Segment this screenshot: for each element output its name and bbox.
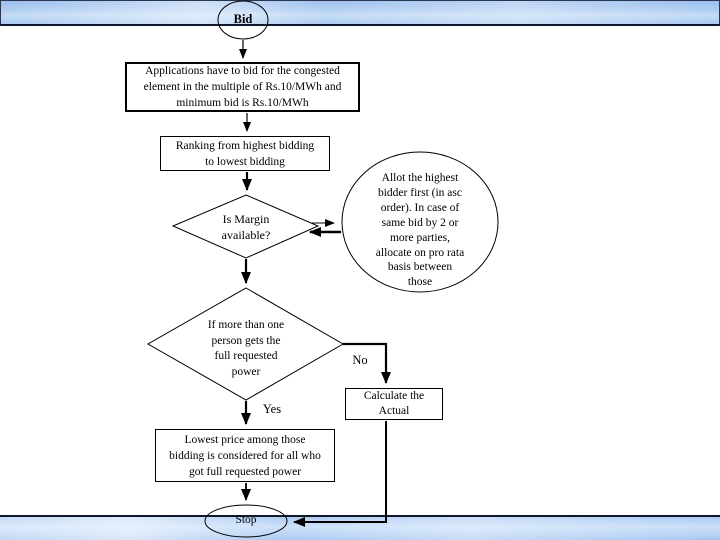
branch-label-yes: Yes [262,402,282,417]
allot-annotation-label: Allot the highest bidder first (in asc o… [375,172,465,289]
start-terminator-label: Bid [233,12,253,27]
decision-margin-label: Is Margin available? [221,212,271,242]
process-ranking: Ranking from highest bidding to lowest b… [160,136,330,171]
process-calculate-actual: Calculate the Actual [345,388,443,420]
process-lowest-price: Lowest price among those bidding is cons… [155,429,335,482]
stop-terminator-label: Stop [235,514,257,527]
decision-multi-winner-outline [146,287,345,401]
stop-terminator-outline [204,504,288,538]
branch-label-no: No [352,353,368,368]
bottom-banner [0,515,720,540]
connector-no-to-calculate [343,342,391,384]
allot-annotation-outline [341,151,499,293]
connector-calculate-to-stop [293,421,387,527]
process-bid-rules: Applications have to bid for the congest… [125,62,360,112]
decision-multi-winner-label: If more than one person gets the full re… [207,319,285,378]
start-terminator-outline [217,0,269,40]
decision-margin-outline [171,194,320,259]
